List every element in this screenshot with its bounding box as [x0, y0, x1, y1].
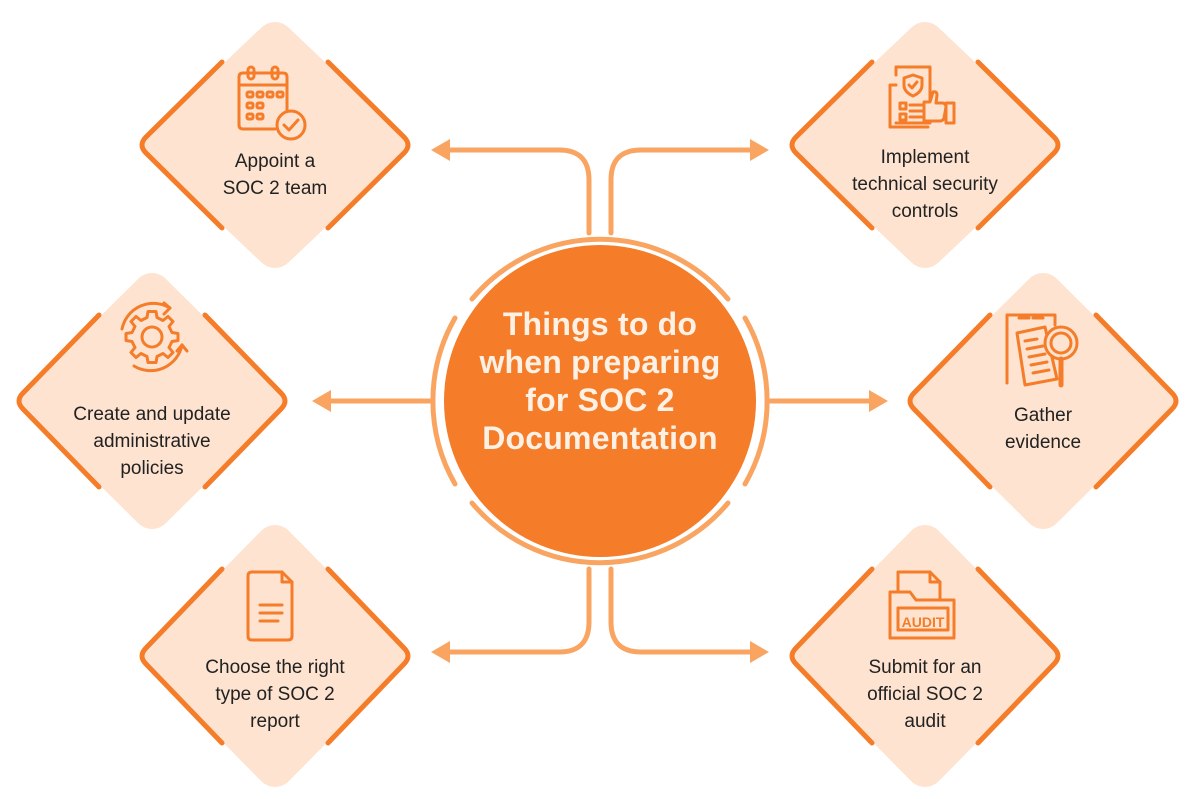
- label-line: Choose the right: [205, 657, 345, 678]
- arrow-left-icon: [431, 641, 450, 663]
- security-checklist-thumbs-up-icon: [888, 65, 956, 129]
- document-icon: [246, 570, 294, 642]
- label-line: evidence: [1004, 432, 1082, 453]
- arrow-right-icon: [750, 139, 769, 161]
- label-line: audit: [904, 711, 946, 732]
- label-line: Gather: [1013, 405, 1073, 426]
- node-label: Implement technical security controls: [785, 144, 1065, 225]
- diamond-submit-audit: [789, 525, 1061, 787]
- node-label: Gather evidence: [903, 402, 1183, 456]
- audit-folder-icon: [888, 570, 956, 640]
- label-line: SOC 2 team: [222, 178, 328, 199]
- arrow-left-icon: [431, 139, 450, 161]
- label-line: controls: [891, 201, 959, 222]
- diamond-implement-controls: [789, 22, 1061, 268]
- node-label: Choose the right type of SOC 2 report: [135, 654, 415, 735]
- arrowheads: [312, 139, 888, 663]
- label-line: administrative: [93, 431, 211, 452]
- center-title-line: for SOC 2: [525, 382, 675, 418]
- diamond-choose-report: [139, 525, 411, 787]
- audit-icon-text: AUDIT: [902, 614, 945, 630]
- center-title-line: Documentation: [482, 420, 718, 456]
- center-title-line: when preparing: [479, 344, 721, 380]
- connectors: [322, 147, 878, 655]
- label-line: Create and update: [73, 404, 231, 425]
- gear-refresh-icon: [120, 301, 189, 373]
- center-title: Things to do when preparing for SOC 2 Do…: [450, 305, 750, 457]
- label-line: policies: [120, 458, 184, 479]
- label-line: Appoint a: [234, 151, 316, 172]
- diamond-gather-evidence: [907, 273, 1179, 529]
- diamond-appoint-team: [139, 22, 411, 268]
- arrow-right-icon: [750, 641, 769, 663]
- arrow-left-icon: [312, 390, 331, 412]
- label-line: technical security: [852, 174, 998, 195]
- calendar-check-icon: [237, 65, 307, 141]
- label-line: type of SOC 2: [215, 684, 335, 705]
- label-line: report: [250, 711, 300, 732]
- label-line: Submit for an: [868, 657, 982, 678]
- diamond-admin-policies: [16, 273, 288, 529]
- node-label: Submit for an official SOC 2 audit: [785, 654, 1065, 735]
- center-hub: [430, 236, 770, 566]
- arrow-right-icon: [869, 390, 888, 412]
- node-label: Appoint a SOC 2 team: [135, 148, 415, 202]
- label-line: official SOC 2: [867, 684, 983, 705]
- center-title-line: Things to do: [502, 306, 698, 342]
- document-magnifier-icon: [1005, 313, 1079, 388]
- node-label: Create and update administrative policie…: [12, 401, 292, 482]
- label-line: Implement: [880, 147, 970, 168]
